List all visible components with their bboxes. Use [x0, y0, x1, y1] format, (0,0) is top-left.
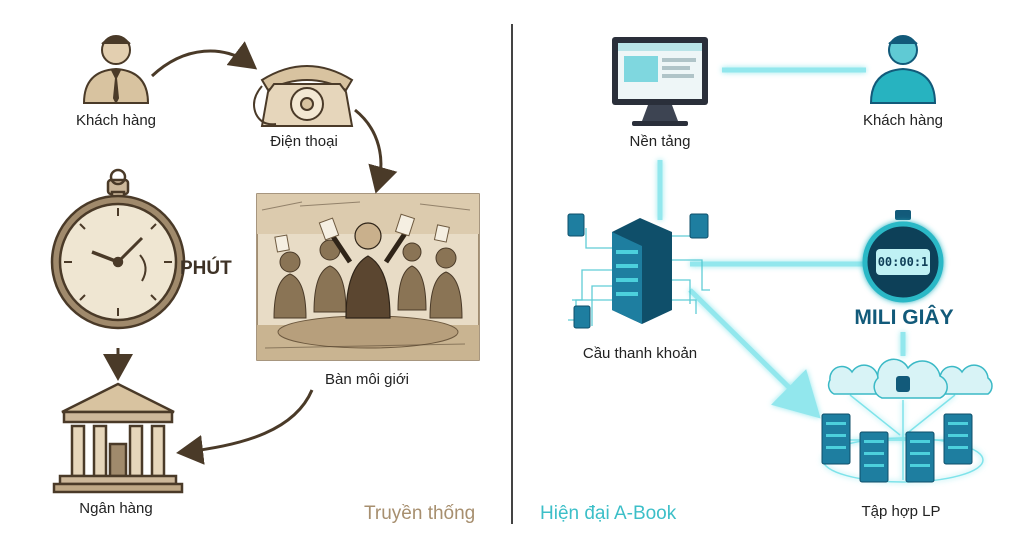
monitor-icon — [612, 37, 708, 126]
traditional-footer: Truyền thống — [364, 503, 476, 524]
cloud-server-cluster-icon — [821, 358, 993, 483]
lp-pool-label: Tập hợp LP — [861, 503, 941, 520]
digital-stopwatch-icon — [862, 210, 944, 303]
bank-label: Ngân hàng — [79, 500, 153, 517]
arrow-broker-to-bank — [176, 389, 314, 465]
bank-building-icon — [52, 382, 184, 494]
person-icon — [82, 35, 150, 105]
arrow-customer-to-phone — [150, 41, 258, 78]
arrow-bridge-to-lp — [688, 288, 821, 419]
server-stack-icon — [567, 213, 710, 329]
broker-desk-sketch — [256, 193, 480, 361]
traditional-customer-label: Khách hàng — [75, 112, 157, 129]
modern-footer: Hiện đại A-Book — [540, 503, 677, 524]
person-icon — [869, 35, 937, 104]
arrow-phone-to-broker — [354, 108, 398, 194]
timer-minutes-label: PHÚT — [180, 258, 232, 279]
platform-label: Nền tảng — [629, 133, 691, 150]
modern-customer-label: Khách hàng — [862, 112, 944, 129]
rotary-phone-icon — [253, 65, 354, 127]
timer-milliseconds-label: MILI GIÂY — [854, 306, 954, 329]
stopwatch-icon — [50, 168, 186, 330]
phone-label: Điện thoại — [270, 133, 338, 150]
broker-desk-label: Bàn môi giới — [324, 371, 410, 388]
section-divider — [511, 24, 513, 524]
liquidity-bridge-label: Cầu thanh khoản — [582, 345, 698, 362]
timer-display: 00:00:1 — [877, 255, 929, 269]
